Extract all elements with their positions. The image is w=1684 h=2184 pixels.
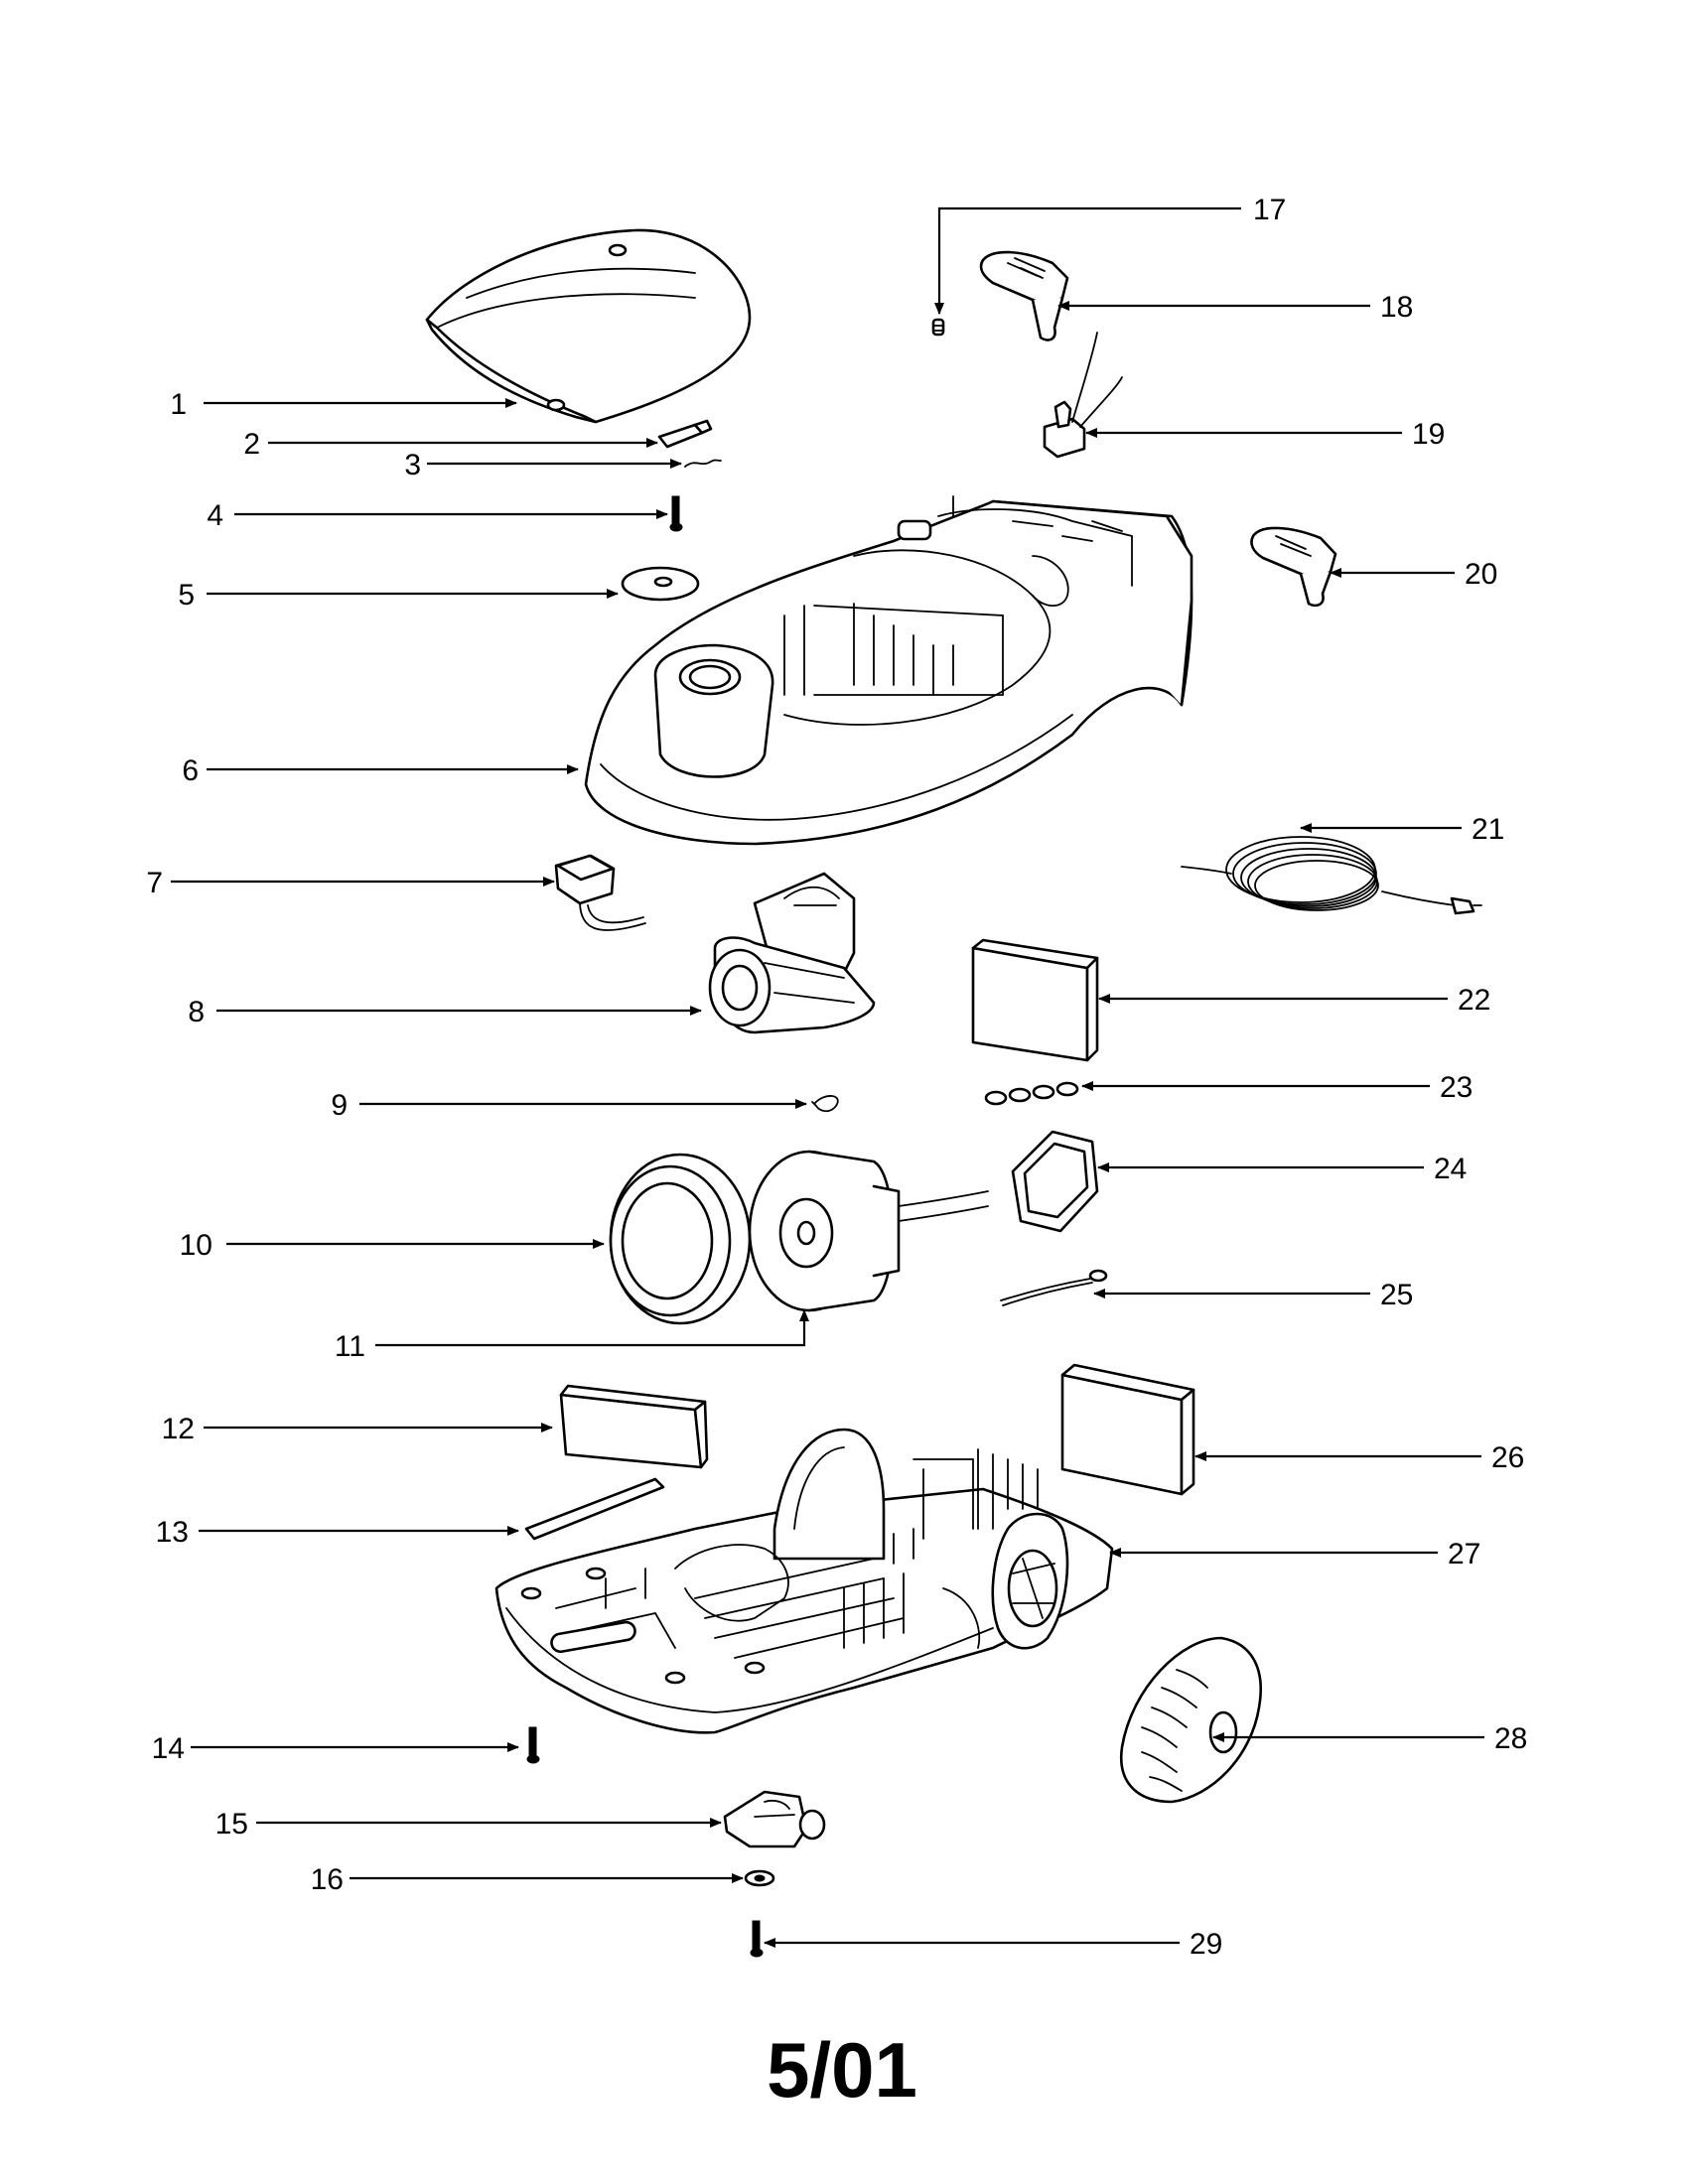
- part-23-grommets: [984, 1081, 1079, 1106]
- part-21-power-cord: [1181, 836, 1482, 915]
- part-17-fastener: [931, 318, 945, 337]
- part-2-latch-pin: [657, 419, 713, 449]
- callout-14: 14: [152, 1732, 185, 1765]
- part-19-switch: [1043, 332, 1123, 459]
- callout-2: 2: [243, 428, 260, 461]
- part-3-spring-clip: [684, 459, 722, 468]
- part-5-washer: [621, 566, 700, 602]
- part-26-filter-block: [1060, 1363, 1195, 1496]
- callout-11: 11: [335, 1330, 365, 1363]
- callout-26: 26: [1491, 1441, 1524, 1474]
- part-27-base-chassis: [494, 1428, 1114, 1734]
- part-9-clip: [811, 1095, 839, 1113]
- callout-10: 10: [180, 1229, 212, 1262]
- part-14-screw: [526, 1726, 540, 1764]
- callout-27: 27: [1448, 1538, 1480, 1570]
- part-10-filter-ring: [609, 1153, 752, 1325]
- part-1-top-cover: [425, 228, 752, 424]
- part-18-switch-button: [979, 250, 1069, 341]
- callout-4: 4: [207, 499, 223, 532]
- callout-6: 6: [182, 754, 199, 787]
- part-6-main-housing: [584, 495, 1193, 846]
- callout-9: 9: [331, 1089, 348, 1122]
- part-8-motor-housing: [708, 872, 876, 1034]
- callout-16: 16: [311, 1863, 344, 1896]
- part-12-filter-block: [559, 1384, 709, 1469]
- callout-15: 15: [215, 1808, 248, 1841]
- callout-21: 21: [1472, 813, 1504, 846]
- part-15-caster-bracket: [723, 1790, 826, 1848]
- part-24-gasket-frame: [1011, 1130, 1099, 1233]
- callout-19: 19: [1412, 418, 1445, 451]
- callout-12: 12: [162, 1413, 195, 1445]
- callout-8: 8: [188, 996, 205, 1028]
- callout-29: 29: [1190, 1928, 1222, 1961]
- leader-lines: [171, 206, 1484, 1948]
- callout-22: 22: [1458, 984, 1490, 1017]
- callout-24: 24: [1434, 1153, 1467, 1185]
- callout-1: 1: [170, 388, 187, 421]
- part-13-seal-strip: [524, 1477, 665, 1541]
- part-22-filter-block: [971, 938, 1099, 1062]
- part-29-screw: [750, 1920, 764, 1958]
- callout-18: 18: [1380, 291, 1413, 324]
- part-16-washer: [744, 1869, 775, 1887]
- callout-23: 23: [1440, 1071, 1473, 1104]
- callout-28: 28: [1494, 1722, 1527, 1755]
- callout-13: 13: [156, 1516, 189, 1549]
- part-28-wheel-cover: [1119, 1636, 1262, 1804]
- callout-17: 17: [1253, 194, 1286, 226]
- callout-7: 7: [146, 867, 163, 899]
- part-11-motor: [748, 1150, 989, 1312]
- revision-code: 5/01: [767, 2026, 917, 2114]
- callout-3: 3: [404, 449, 421, 481]
- callout-numbers: 1 2 3 4 5 6 7 8 9 10 11 12 13 14 15 16 1…: [146, 194, 1527, 1961]
- leader-17: [934, 206, 1241, 315]
- callout-25: 25: [1380, 1279, 1413, 1311]
- part-20-button: [1250, 526, 1337, 608]
- callout-5: 5: [178, 579, 195, 612]
- part-25-wire-lead: [1000, 1269, 1108, 1306]
- callout-20: 20: [1465, 558, 1497, 591]
- part-4-screw: [669, 495, 683, 532]
- part-7-power-connector: [554, 854, 646, 931]
- leader-11: [375, 1309, 809, 1347]
